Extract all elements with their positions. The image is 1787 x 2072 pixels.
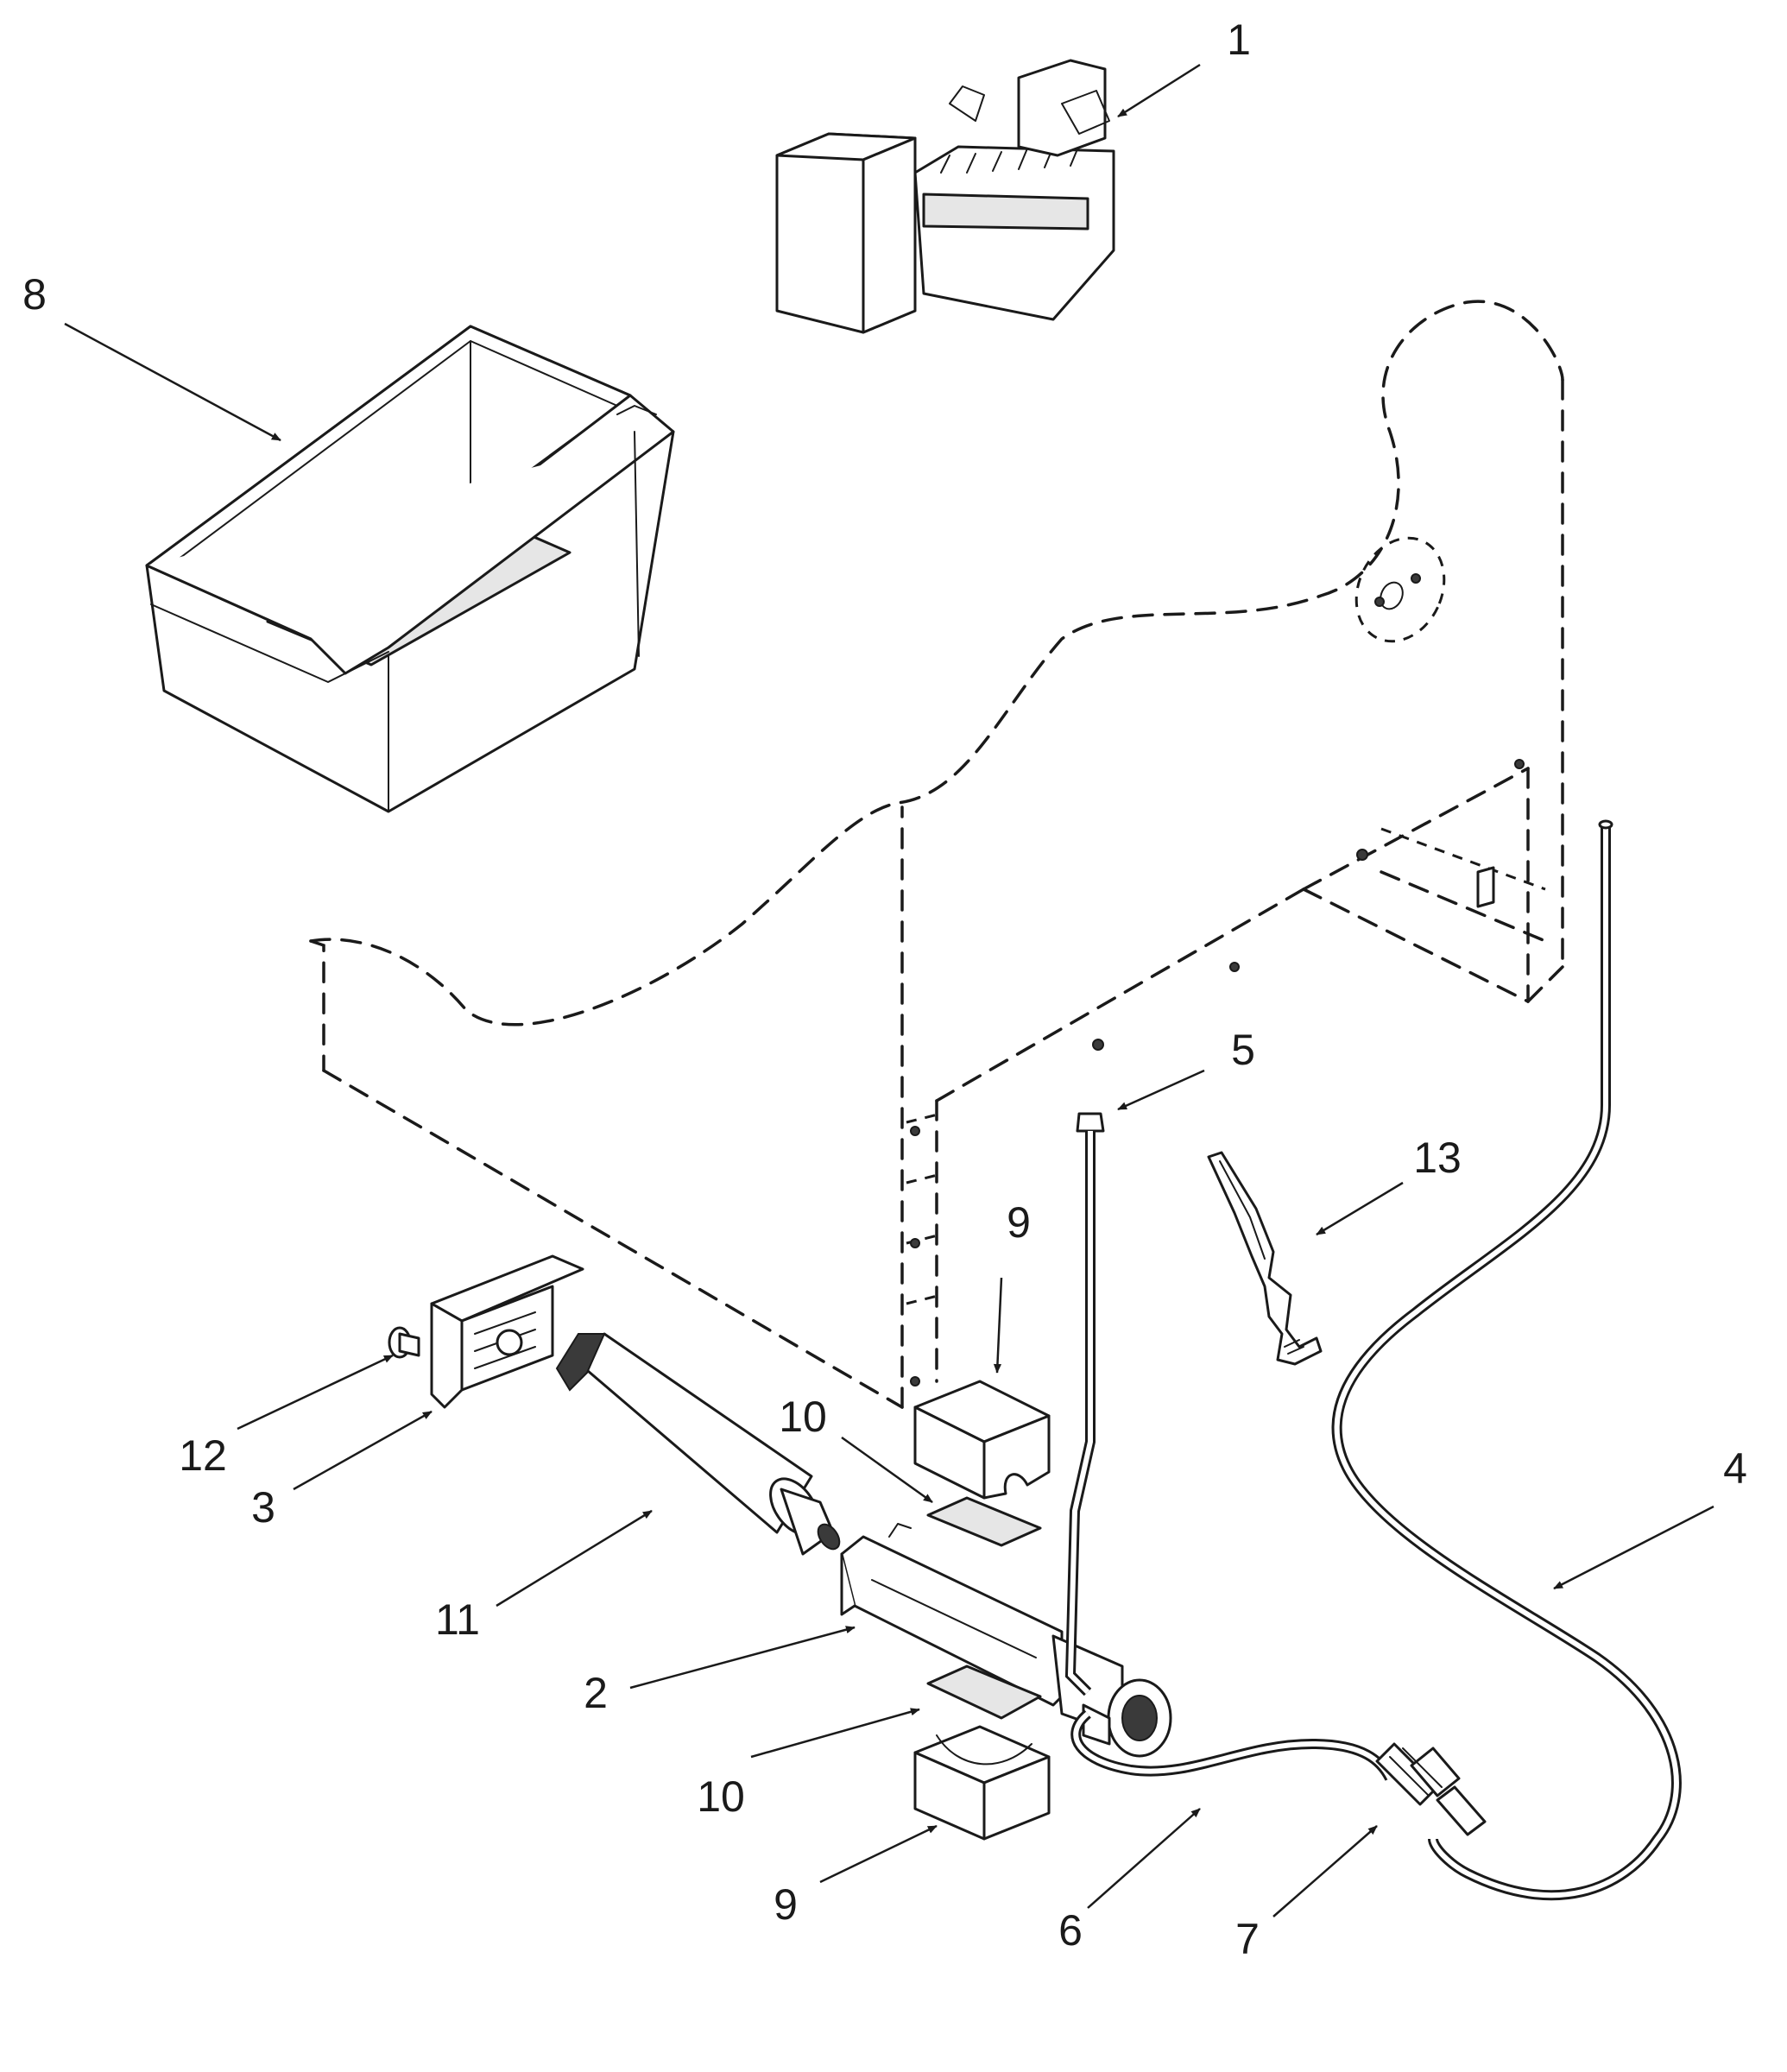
pad-part-10-lower — [926, 1665, 1042, 1720]
leader-5 — [1117, 1069, 1205, 1111]
screw-part-12 — [388, 1326, 420, 1359]
bracket-part-3 — [430, 1254, 584, 1409]
leader-11 — [496, 1509, 653, 1608]
leader-10b — [750, 1708, 920, 1759]
callout-9-lower: 9 — [774, 1880, 798, 1929]
pad-part-10-upper — [926, 1496, 1042, 1547]
leader-10a — [841, 1436, 933, 1504]
leader-1 — [1117, 63, 1201, 118]
leader-6 — [1087, 1808, 1201, 1909]
cabinet-ghost-outline — [309, 300, 1564, 1409]
block-part-9-upper — [913, 1380, 1051, 1500]
callout-4: 4 — [1723, 1444, 1747, 1493]
callout-5: 5 — [1231, 1026, 1255, 1074]
leader-9a — [993, 1277, 1003, 1374]
callout-10-upper: 10 — [779, 1393, 827, 1441]
callout-8: 8 — [22, 270, 47, 319]
leader-3 — [293, 1410, 433, 1491]
ice-maker-part-1 — [775, 59, 1115, 334]
clip-part-13 — [1207, 1151, 1323, 1366]
callout-11: 11 — [435, 1595, 480, 1644]
tube-part-4 — [1331, 819, 1682, 1901]
callout-9-upper: 9 — [1007, 1198, 1031, 1247]
callout-labels: 1 8 5 13 9 10 12 3 11 2 10 9 6 7 4 — [22, 16, 1747, 1963]
leader-13 — [1316, 1181, 1404, 1236]
tube-part-5 — [1064, 1112, 1105, 1696]
callout-6: 6 — [1058, 1906, 1083, 1955]
leader-lines — [64, 63, 1714, 1917]
leader-9b — [819, 1824, 938, 1884]
ice-bin-part-8 — [145, 325, 675, 813]
leader-12 — [237, 1354, 394, 1431]
leader-4 — [1553, 1505, 1714, 1590]
tube-part-6 — [1070, 1709, 1395, 1781]
callout-3: 3 — [251, 1483, 275, 1532]
callout-1: 1 — [1227, 16, 1251, 64]
filter-housing-part-2 — [840, 1523, 1172, 1758]
callout-12: 12 — [179, 1431, 227, 1480]
leader-8 — [64, 322, 281, 442]
callout-10-lower: 10 — [697, 1772, 745, 1821]
water-filter-part-11 — [555, 1332, 841, 1556]
connector-part-7 — [1375, 1742, 1487, 1836]
callout-13: 13 — [1413, 1134, 1462, 1182]
block-part-9-lower — [913, 1725, 1051, 1841]
leader-2 — [629, 1626, 856, 1690]
leader-7 — [1272, 1825, 1378, 1917]
callout-7: 7 — [1235, 1915, 1260, 1963]
callout-2: 2 — [584, 1669, 608, 1717]
